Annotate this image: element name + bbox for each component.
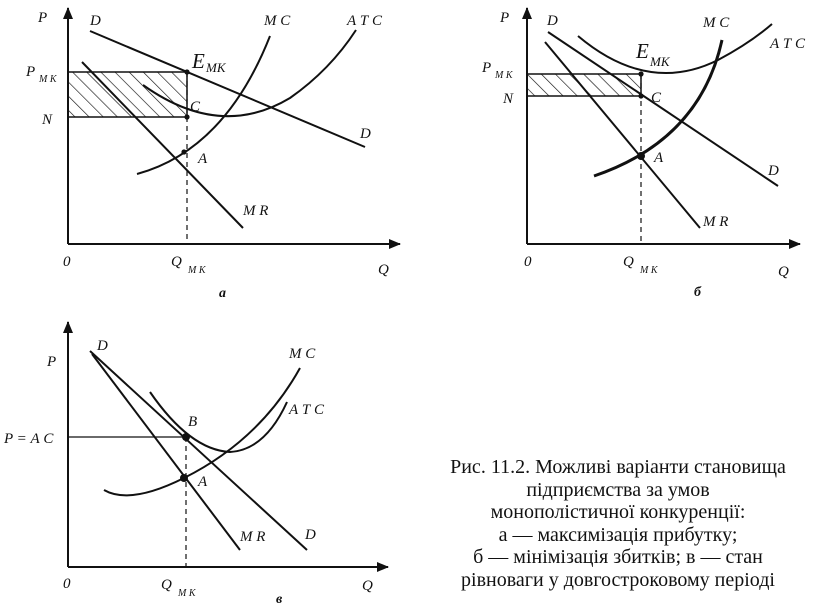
loss-area-b [526,73,642,97]
mc-curve-b [593,39,724,178]
demand-curve-a [89,30,366,148]
mc-label-c: М С [288,346,316,362]
p-label-b: P [481,60,491,76]
n-label-a: N [41,112,53,128]
e-label-a: E [191,49,205,73]
panel-label-c: в [276,592,283,607]
origin-label-b: 0 [524,254,532,270]
panel-a: P Q 0 Q М К P М К N D D М С А Т С М R E … [25,7,401,301]
axis-x-label-b: Q [778,264,789,280]
q-label-a: Q [171,254,182,270]
a-label-c: A [197,474,208,490]
demand-curve-b [547,31,779,187]
mc-curve-a [136,35,271,175]
mc-label-b: М С [702,15,730,31]
panel-label-b: б [694,285,702,300]
point-b-c [182,433,190,441]
b-label-c: B [188,414,197,430]
caption-line-3: монополістичної конкуренції: [490,501,746,523]
figure-caption: Рис. 11.2. Можливі варіанти становища пі… [418,456,818,591]
mc-curve-c [103,367,301,497]
point-c-b [638,93,644,99]
q-sub-b: М К [639,265,659,276]
c-label-a: C [190,99,201,115]
atc-label-c: А Т С [288,402,325,418]
axis-x-label-c: Q [362,578,373,594]
mr-curve-b [544,41,701,229]
q-sub-a: М К [187,265,207,276]
origin-label-a: 0 [63,254,71,270]
p-sub-a: М К [38,74,58,85]
atc-label-b: А Т С [769,36,806,52]
atc-label-a: А Т С [346,13,383,29]
mr-curve-a [81,61,244,229]
c-label-b: C [651,90,662,106]
a-label-a: A [197,151,208,167]
axis-y-label-b: P [499,10,509,26]
panel-c: P Q 0 Q М К P = А С D D М С А Т С М R B … [3,321,389,607]
panel-b: P Q 0 Q М К P М К N D D М С А Т С М R E … [481,7,806,300]
point-a-a [181,149,187,155]
demand-curve-c [89,350,308,551]
d-top-label-b: D [546,13,558,29]
mr-label-c: М R [239,529,265,545]
axis-y-label-a: P [37,10,47,26]
axis-x-label-a: Q [378,262,389,278]
atc-curve-c [149,391,288,454]
q-label-c: Q [161,577,172,593]
q-sub-c: М К [177,588,197,599]
n-label-b: N [502,91,514,107]
mr-label-a: М R [242,203,268,219]
origin-label-c: 0 [63,576,71,592]
mc-label-a: М С [263,13,291,29]
d-bottom-label-c: D [304,527,316,543]
e-sub-a: МК [205,60,227,75]
p-label-a: P [25,64,35,80]
point-e-b [638,71,644,77]
a-label-b: A [653,150,664,166]
caption-line-5: б — мінімізація збитків; в — стан [473,546,763,568]
p-equals-ac-label-c: P = А С [3,431,54,447]
point-e-a [184,69,190,75]
atc-curve-a [142,29,357,118]
mr-curve-c [91,353,241,551]
d-top-label-a: D [89,13,101,29]
caption-line-1: Рис. 11.2. Можливі варіанти становища [450,456,786,478]
point-c-a [184,114,190,120]
panel-label-a: а [219,286,226,301]
e-label-b: E [635,39,649,63]
e-sub-b: МК [649,54,671,69]
q-label-b: Q [623,254,634,270]
point-a-c [180,474,188,482]
d-top-label-c: D [96,338,108,354]
d-bottom-label-a: D [359,126,371,142]
caption-line-2: підприємства за умов [526,478,710,501]
d-bottom-label-b: D [767,163,779,179]
mr-label-b: М R [702,214,728,230]
point-a-b [637,152,645,160]
caption-line-4: а — максимізація прибутку; [498,523,738,546]
atc-curve-b [577,23,773,75]
axis-y-label-c: P [46,354,56,370]
p-sub-b: М К [494,70,514,81]
caption-line-6: рівноваги у довгостроковому періоді [461,568,775,591]
